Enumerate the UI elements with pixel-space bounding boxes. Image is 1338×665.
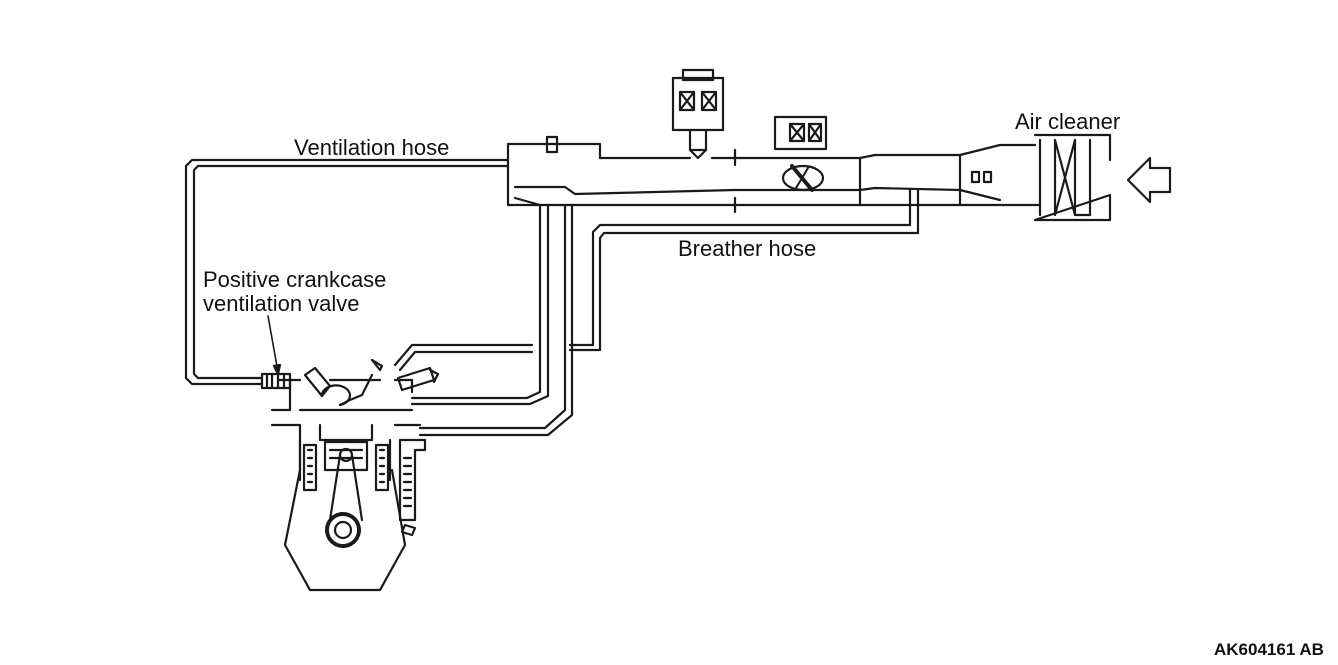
solenoid-valve (671, 68, 725, 160)
air-cleaner-box (970, 133, 1112, 222)
throttle-body (773, 115, 828, 192)
intake-pipe (506, 135, 1042, 214)
pcv-valve-label-line1: Positive crankcase (203, 267, 387, 292)
air-inlet-arrow (1126, 156, 1172, 204)
ventilation-hose (184, 158, 510, 386)
pcv-valve (260, 315, 292, 390)
breather-hose-label: Breather hose (678, 236, 817, 261)
pcv-valve-label-line2: ventilation valve (203, 291, 360, 316)
engine-cross-section (270, 358, 440, 592)
ventilation-hose-label: Ventilation hose (294, 135, 450, 160)
breather-hose (393, 188, 920, 437)
air-cleaner-label: Air cleaner (1015, 109, 1121, 134)
figure-code: AK604161 AB (1214, 640, 1324, 659)
